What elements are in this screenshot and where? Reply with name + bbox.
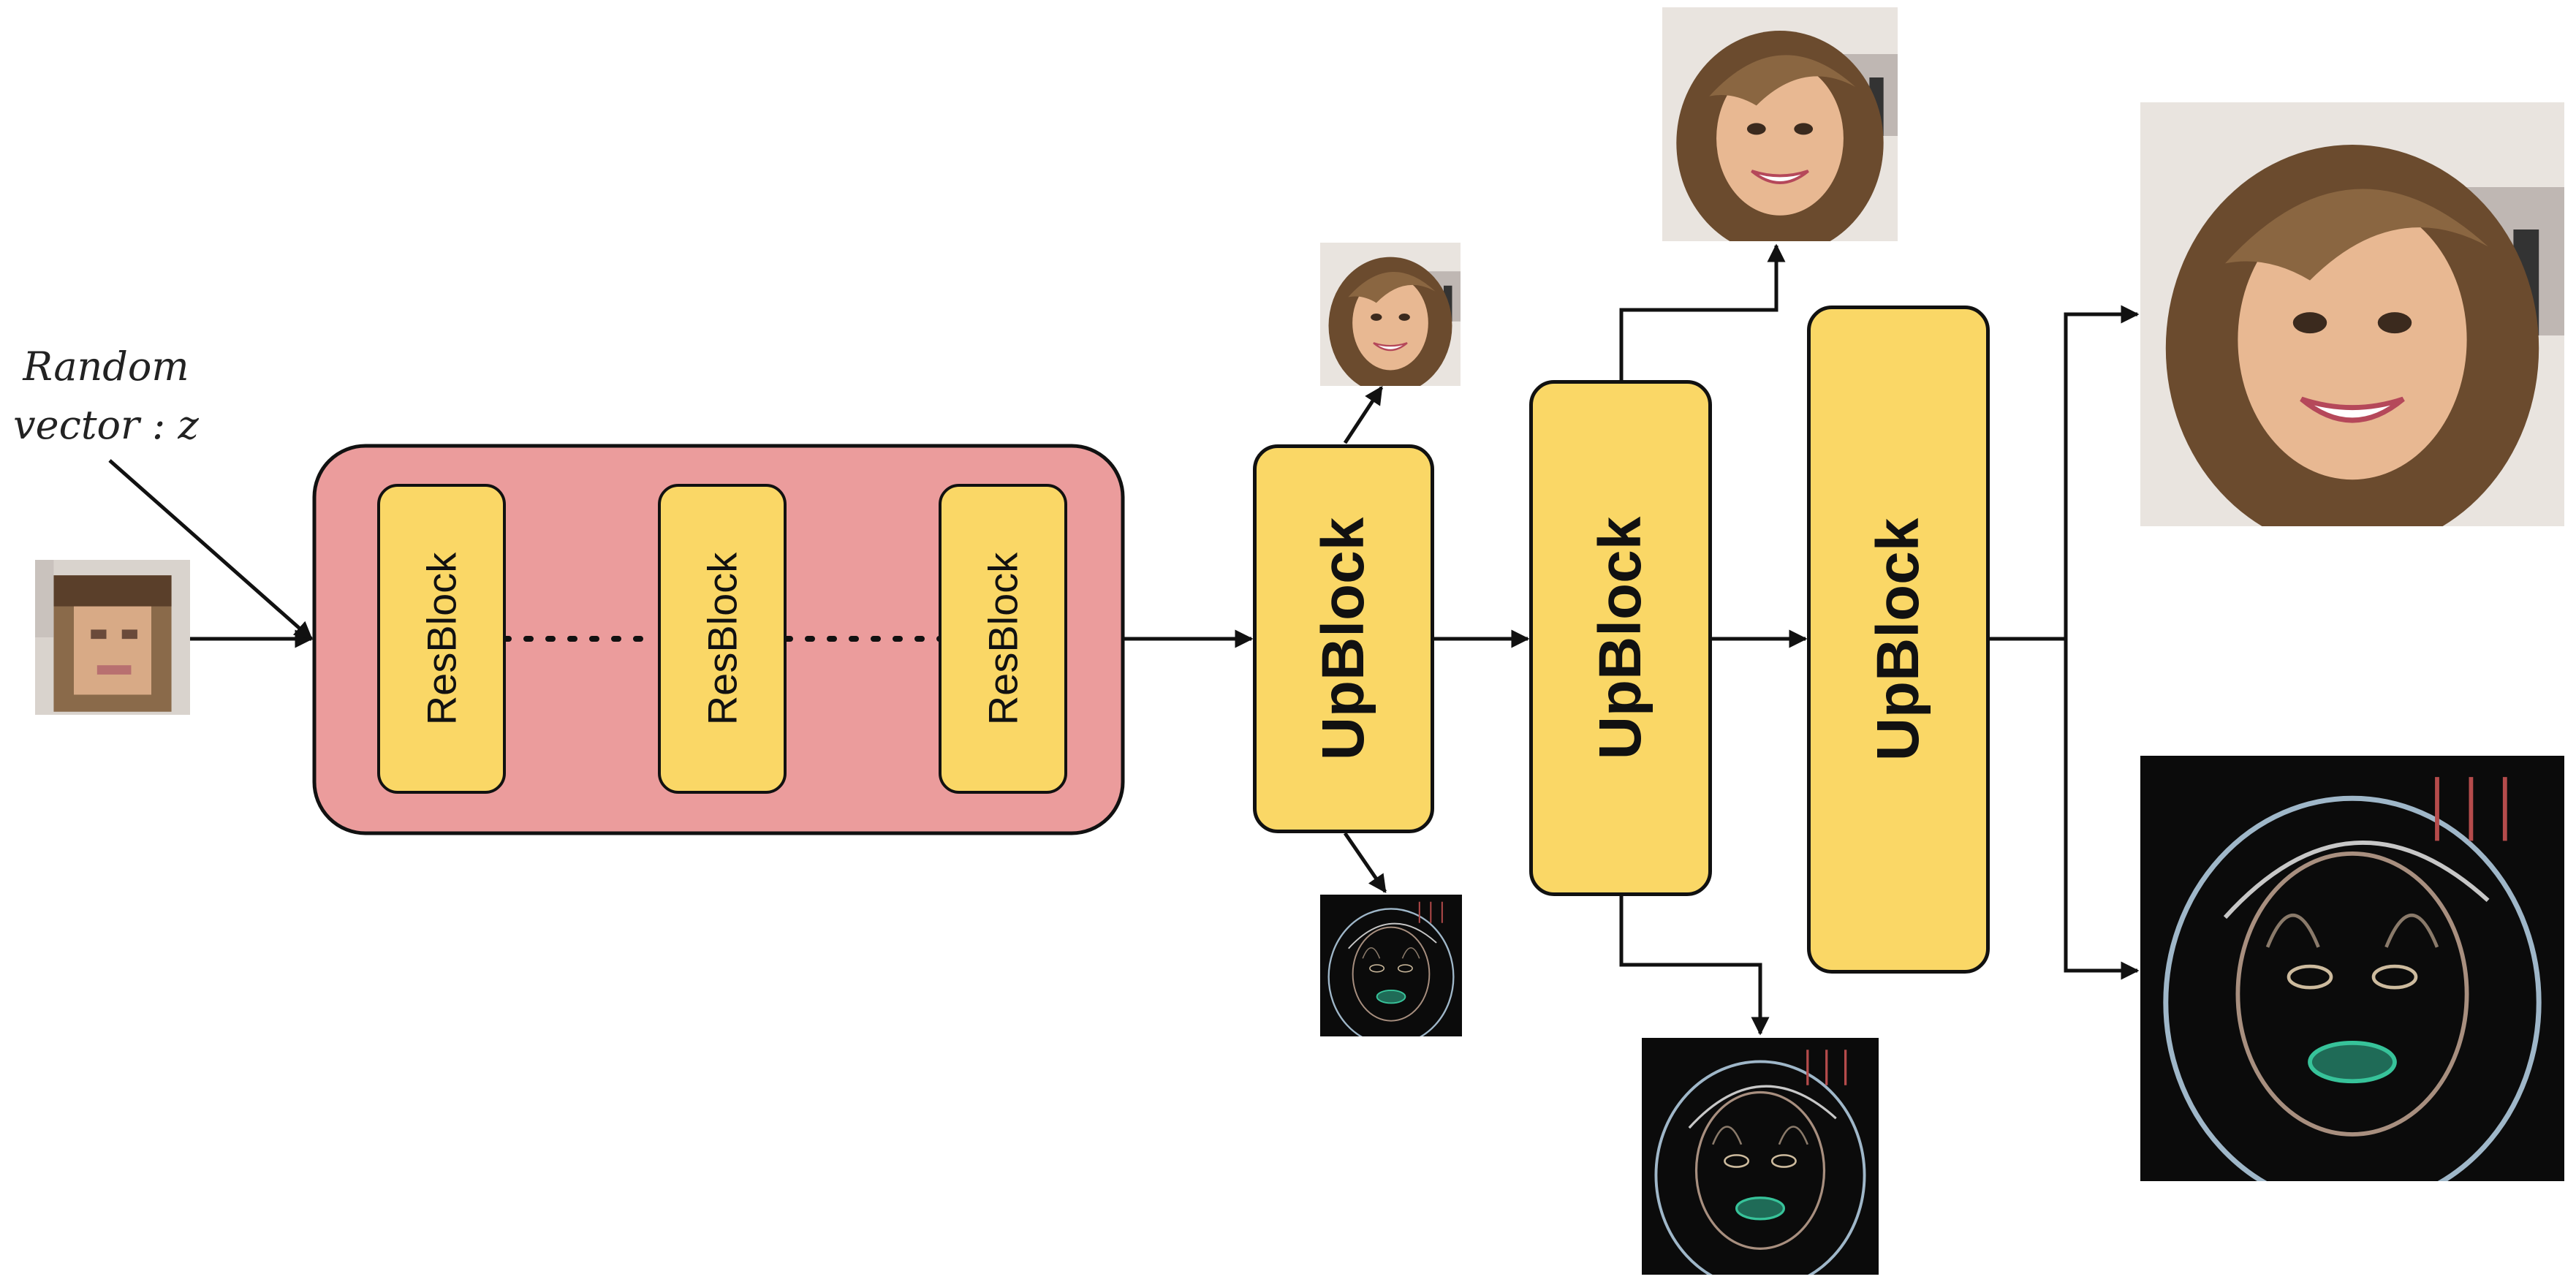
resblock-3-label: ResBlock [980,552,1026,726]
resblock-1: ResBlock [377,484,506,794]
output-face-medium [1662,7,1898,241]
resblock-1-label: ResBlock [418,552,465,726]
upblock-1-label: UpBlock [1310,517,1376,761]
output-face-large [2140,102,2564,526]
output-edge-large [2140,756,2564,1181]
upblock-2: UpBlock [1529,380,1712,896]
upblock2-face-arrow [1619,243,1786,382]
upblock1-face-arrow [1343,385,1384,444]
random-vector-arrow [108,459,313,640]
upblock1-edge-arrow [1343,832,1387,894]
upblock3-face-arrow [2064,305,2140,639]
upblock3-edge-arrow [2064,639,2140,980]
resblock-3: ResBlock [939,484,1067,794]
resblock-2-label: ResBlock [699,552,746,726]
upblock-3-label: UpBlock [1865,517,1931,762]
input-image [35,560,190,715]
output-edge-medium [1642,1038,1879,1275]
output-edge-small [1320,895,1462,1036]
upblock-2-label: UpBlock [1587,516,1653,760]
upblock-3: UpBlock [1807,306,1990,974]
upblock2-edge-arrow [1619,896,1770,1036]
random-vector-label-line1: Random [23,344,189,390]
random-vector-label-line2: vector : z [13,402,199,448]
random-vector-label: Random vector : z [7,338,205,455]
output-face-small [1320,243,1461,386]
upblock-1: UpBlock [1253,444,1434,833]
resblock-2: ResBlock [658,484,787,794]
